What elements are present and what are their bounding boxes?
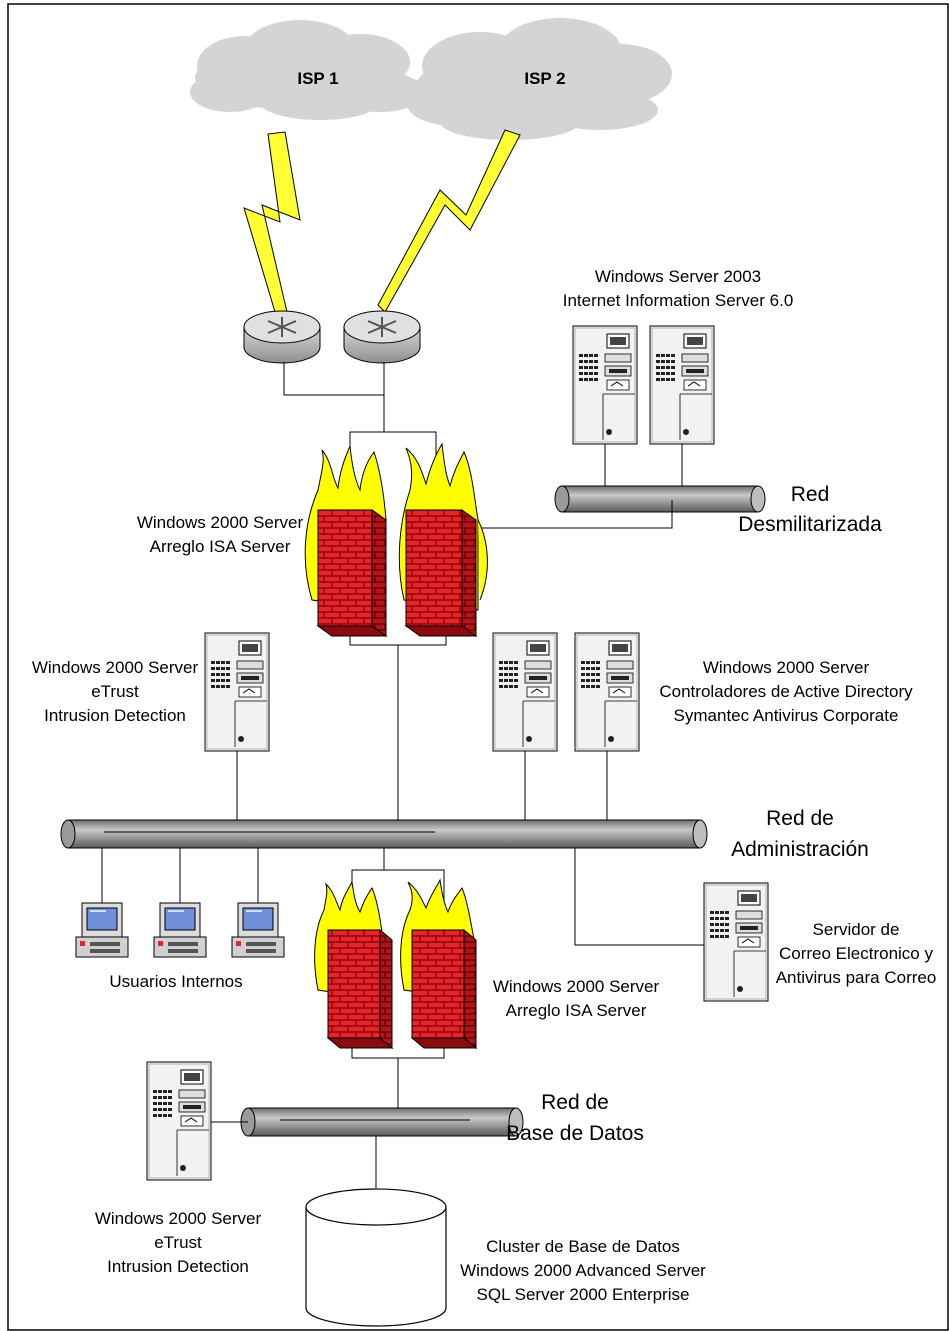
firewall-top-2 (398, 442, 488, 637)
database-cluster-cylinder (305, 1188, 447, 1327)
web-server-2 (649, 325, 715, 445)
ad-label-line1: Windows 2000 Server (703, 658, 870, 677)
dmz-network-bus (554, 485, 766, 513)
router-2 (343, 310, 421, 364)
isa-bottom-label-line1: Windows 2000 Server (493, 977, 660, 996)
mail-label-line3: Antivirus para Correo (776, 968, 937, 987)
ad-label-line3: Symantec Antivirus Corporate (674, 706, 899, 725)
isp-cloud-2 (407, 18, 672, 140)
ids-server-bottom (146, 1061, 212, 1181)
ids-bottom-label-line1: Windows 2000 Server (95, 1209, 262, 1228)
ids-bottom-label-line2: eTrust (154, 1233, 202, 1252)
wan-link-1-lightning (243, 131, 301, 313)
db-network-label-line1: Red de (541, 1091, 609, 1114)
isp-2-label: ISP 2 (524, 69, 565, 88)
isa-top-label-line1: Windows 2000 Server (137, 513, 304, 532)
ad-server-2 (574, 632, 640, 752)
ids-server-top (204, 632, 270, 752)
admin-network-bus (60, 819, 708, 849)
ids-top-label-line2: eTrust (91, 682, 139, 701)
db-network-label-line2: Base de Datos (506, 1122, 644, 1145)
router-1 (243, 310, 321, 364)
ids-top-label-line3: Intrusion Detection (44, 706, 186, 725)
cluster-label-line3: SQL Server 2000 Enterprise (477, 1285, 690, 1304)
wan-link-2-lightning (377, 129, 521, 313)
admin-network-label-line2: Administración (731, 838, 869, 861)
ids-bottom-label-line3: Intrusion Detection (107, 1257, 249, 1276)
users-label: Usuarios Internos (109, 972, 242, 991)
firewall-bottom-1 (314, 880, 394, 1050)
database-network-bus (240, 1107, 524, 1137)
cluster-label-line2: Windows 2000 Advanced Server (460, 1261, 706, 1280)
ids-top-label-line1: Windows 2000 Server (32, 658, 199, 677)
mail-label-line1: Servidor de (813, 920, 900, 939)
cluster-label-line1: Cluster de Base de Datos (486, 1237, 680, 1256)
firewall-top-1 (304, 445, 388, 637)
dmz-network-label-line1: Red (791, 483, 830, 506)
isp-1-label: ISP 1 (297, 69, 338, 88)
mail-server (703, 882, 769, 1002)
user-pc-1 (75, 902, 129, 958)
user-pc-3 (231, 902, 285, 958)
isa-bottom-label-line2: Arreglo ISA Server (506, 1001, 647, 1020)
firewall-bottom-2 (400, 878, 478, 1050)
mail-label-line2: Correo Electronico y (779, 944, 934, 963)
web-server-1 (572, 325, 638, 445)
admin-network-label-line1: Red de (766, 807, 834, 830)
dmz-servers-label-line1: Windows Server 2003 (595, 267, 761, 286)
ad-label-line2: Controladores de Active Directory (659, 682, 913, 701)
isa-top-label-line2: Arreglo ISA Server (150, 537, 291, 556)
dmz-servers-label-line2: Internet Information Server 6.0 (563, 291, 794, 310)
ad-server-1 (492, 632, 558, 752)
diagram-frame (7, 3, 949, 1331)
dmz-network-label-line2: Desmilitarizada (738, 513, 882, 536)
isp-cloud-1 (190, 20, 425, 120)
user-pc-2 (153, 902, 207, 958)
